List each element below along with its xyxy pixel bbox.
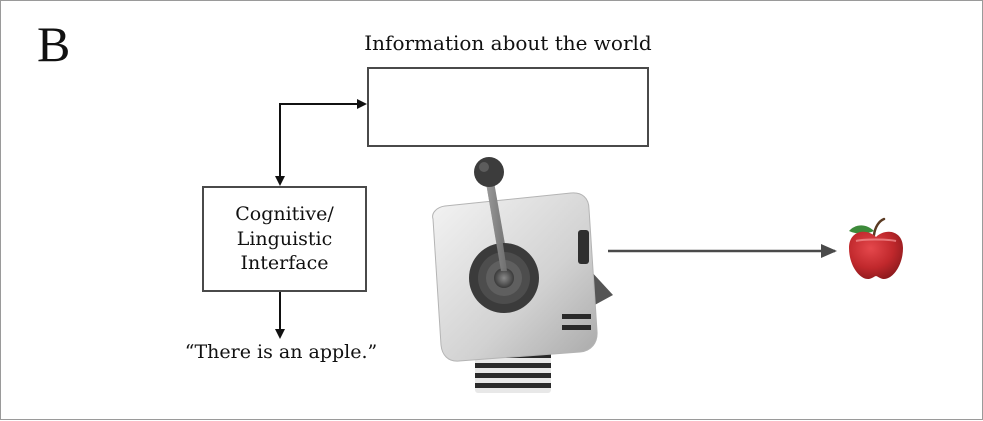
- robot-ear: [578, 230, 589, 264]
- real-apple-icon: [849, 217, 903, 280]
- panel-label: B: [37, 16, 71, 72]
- arrow-to-world: [279, 99, 367, 183]
- world-info-box: [367, 67, 649, 147]
- cognitive-linguistic-interface-box: Cognitive/ Linguistic Interface: [202, 186, 367, 292]
- world-box-title: Information about the world: [364, 31, 652, 55]
- interface-label: Cognitive/ Linguistic Interface: [235, 202, 334, 275]
- robot-mouth-bottom: [562, 325, 591, 330]
- utterance-text: “There is an apple.”: [184, 341, 378, 363]
- robot-head-icon: [432, 157, 613, 393]
- robot-antenna-ball: [474, 157, 504, 187]
- robot-mouth-top: [562, 314, 591, 319]
- connector-world-interface: [275, 99, 367, 186]
